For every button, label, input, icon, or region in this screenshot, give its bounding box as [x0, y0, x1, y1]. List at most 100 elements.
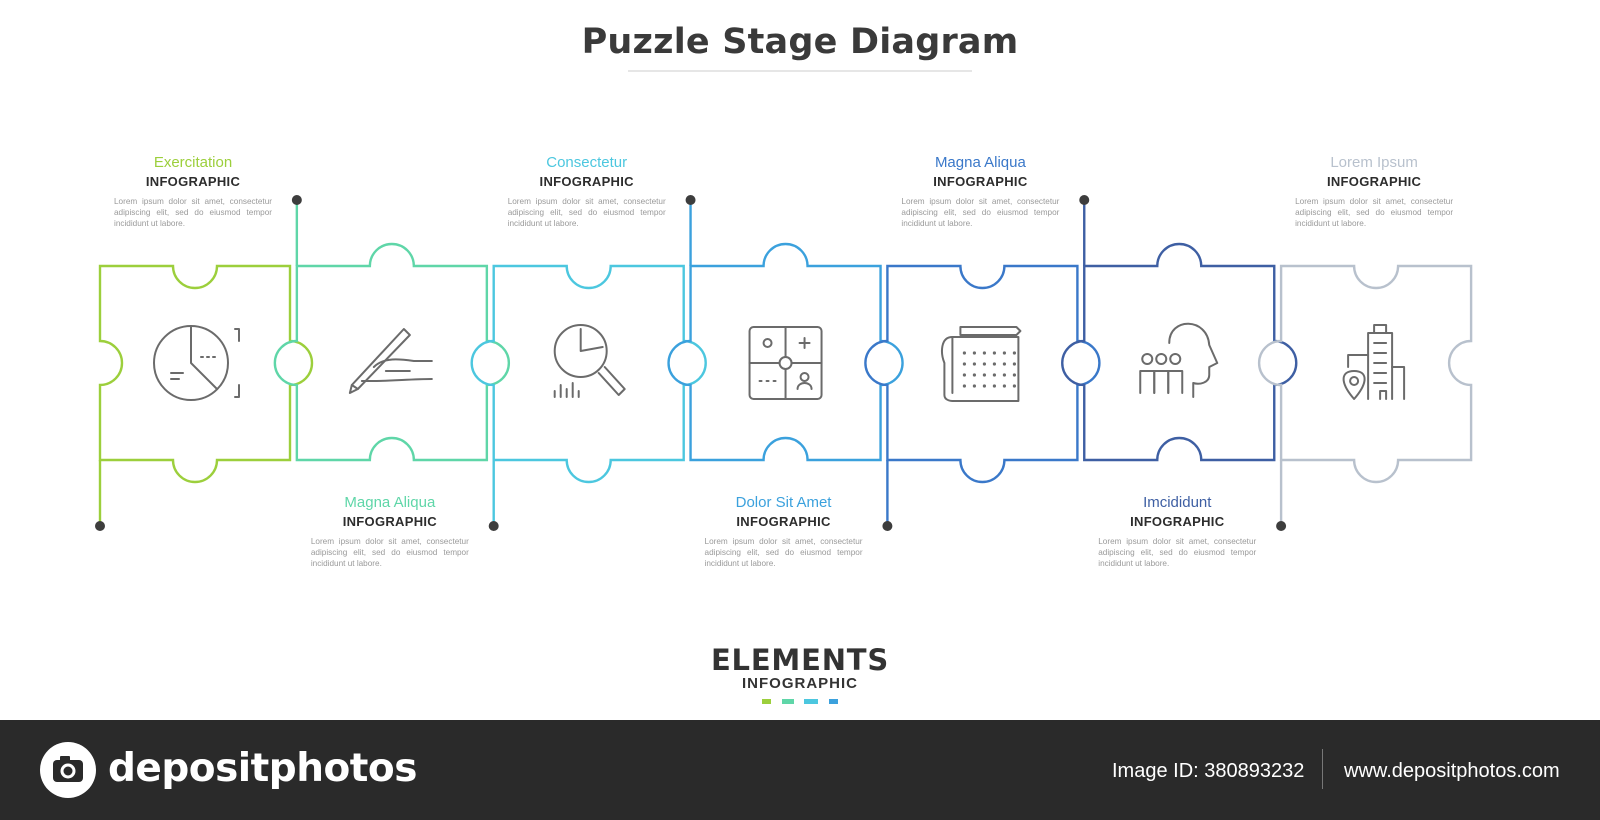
icon-stroke: [553, 382, 580, 398]
calendar-dot: [1002, 384, 1007, 388]
icon-stroke: [941, 336, 954, 402]
stage-subheading: INFOGRAPHIC: [1130, 514, 1225, 529]
title-underline: [628, 70, 972, 72]
icon-stroke: [1169, 353, 1182, 365]
icon-stroke: [1155, 353, 1168, 365]
team-head-icon: [1139, 322, 1219, 398]
image-id: Image ID: 380893232: [1112, 760, 1305, 782]
logo-dashes: [0, 699, 1600, 705]
puzzle-diagram: [95, 195, 1473, 531]
calendar-dot: [992, 384, 997, 388]
icon-stroke: [1139, 370, 1156, 394]
icon-stroke: [1379, 390, 1388, 400]
logo-line2: INFOGRAPHIC: [742, 675, 858, 692]
puzzle-piece: [273, 242, 511, 462]
diagram-title: Puzzle Stage Diagram: [581, 22, 1019, 62]
stage-5: [864, 264, 1101, 484]
puzzle-piece: [864, 264, 1101, 484]
stage-1: [98, 264, 314, 484]
logo-dash: [762, 699, 772, 704]
calendar-dot: [992, 351, 997, 355]
calendar-dot: [992, 362, 997, 366]
stage-heading: Dolor Sit Amet: [735, 494, 832, 511]
puzzle-piece: [98, 264, 314, 484]
icon-stroke: [778, 356, 793, 370]
icon-stroke: [597, 366, 626, 396]
puzzle-pieces-icon: [748, 326, 823, 400]
elements-infographic-logo: ELEMENTS INFOGRAPHIC: [0, 645, 1600, 705]
stage-body-text: Lorem ipsum dolor sit amet, consectetur …: [310, 537, 469, 568]
stage-heading: Magna Aliqua: [344, 494, 436, 511]
city-location-icon: [1342, 324, 1406, 400]
stage-heading: Exercitation: [153, 154, 233, 171]
stage-subheading: INFOGRAPHIC: [1326, 174, 1422, 189]
calendar-dot: [1012, 351, 1017, 355]
stage-4: [667, 242, 904, 462]
puzzle-piece: [1257, 264, 1473, 484]
icon-stroke: [360, 358, 433, 382]
connector-dot: [685, 195, 696, 205]
stage-body-text: Lorem ipsum dolor sit amet, consectetur …: [1295, 197, 1454, 228]
connector-dot: [1276, 521, 1287, 531]
stage-heading: Consectetur: [546, 154, 628, 171]
calendar-dot: [982, 351, 987, 355]
calendar-dot: [962, 384, 967, 388]
stage-7: [1257, 264, 1473, 484]
icon-stroke: [796, 382, 813, 390]
calendar-dot: [992, 373, 997, 377]
icon-stroke: [959, 326, 1022, 336]
puzzle-piece: [667, 242, 904, 462]
stage-2: [273, 242, 511, 462]
stage-subheading: INFOGRAPHIC: [736, 514, 831, 529]
logo-line1: ELEMENTS: [710, 643, 890, 677]
stage-3: [470, 264, 707, 484]
depositphotos-logo-icon: [40, 742, 96, 798]
icon-stroke: [579, 328, 604, 352]
site-url: www.depositphotos.com: [1344, 760, 1560, 782]
icon-stroke: [348, 384, 359, 394]
calendar-dot: [1012, 362, 1017, 366]
icon-stroke: [1347, 354, 1370, 368]
icon-stroke: [951, 336, 1020, 402]
pie-chart-icon: [153, 325, 240, 401]
icon-stroke: [1349, 376, 1360, 386]
calendar-dot: [982, 373, 987, 377]
stage-6: [1061, 242, 1298, 462]
stage-subheading: INFOGRAPHIC: [539, 174, 634, 189]
brand-name: depositphotos: [108, 746, 417, 791]
connector-dot: [1079, 195, 1090, 205]
icon-stroke: [762, 338, 773, 348]
puzzle-piece: [1061, 242, 1298, 462]
stage-heading: Imcididunt: [1143, 494, 1212, 511]
connector-dot: [95, 521, 105, 531]
calendar-dot: [972, 351, 977, 355]
calendar-dot: [1012, 373, 1017, 377]
stage-body-text: Lorem ipsum dolor sit amet, consectetur …: [1098, 537, 1257, 568]
calendar-dot: [1002, 362, 1007, 366]
connector-dot: [488, 521, 499, 531]
connector-dot: [882, 521, 893, 531]
calendar-dot: [1002, 351, 1007, 355]
icon-stroke: [190, 325, 218, 390]
logo-dash: [804, 699, 819, 704]
analytics-magnifier-icon: [553, 324, 626, 398]
stage-subheading: INFOGRAPHIC: [145, 174, 241, 189]
icon-stroke: [748, 326, 823, 400]
icon-stroke: [1167, 370, 1184, 394]
connector-dot: [291, 195, 302, 205]
stage-body-text: Lorem ipsum dolor sit amet, consectetur …: [704, 537, 863, 568]
calendar-dot: [982, 384, 987, 388]
calendar-icon: [941, 326, 1022, 402]
calendar-dot: [972, 362, 977, 366]
calendar-dot: [962, 351, 967, 355]
stage-body-text: Lorem ipsum dolor sit amet, consectetur …: [901, 197, 1060, 228]
icon-stroke: [170, 372, 184, 380]
stage-subheading: INFOGRAPHIC: [342, 514, 437, 529]
icon-stroke: [1373, 324, 1388, 334]
stage-subheading: INFOGRAPHIC: [933, 174, 1028, 189]
icon-stroke: [234, 328, 240, 398]
